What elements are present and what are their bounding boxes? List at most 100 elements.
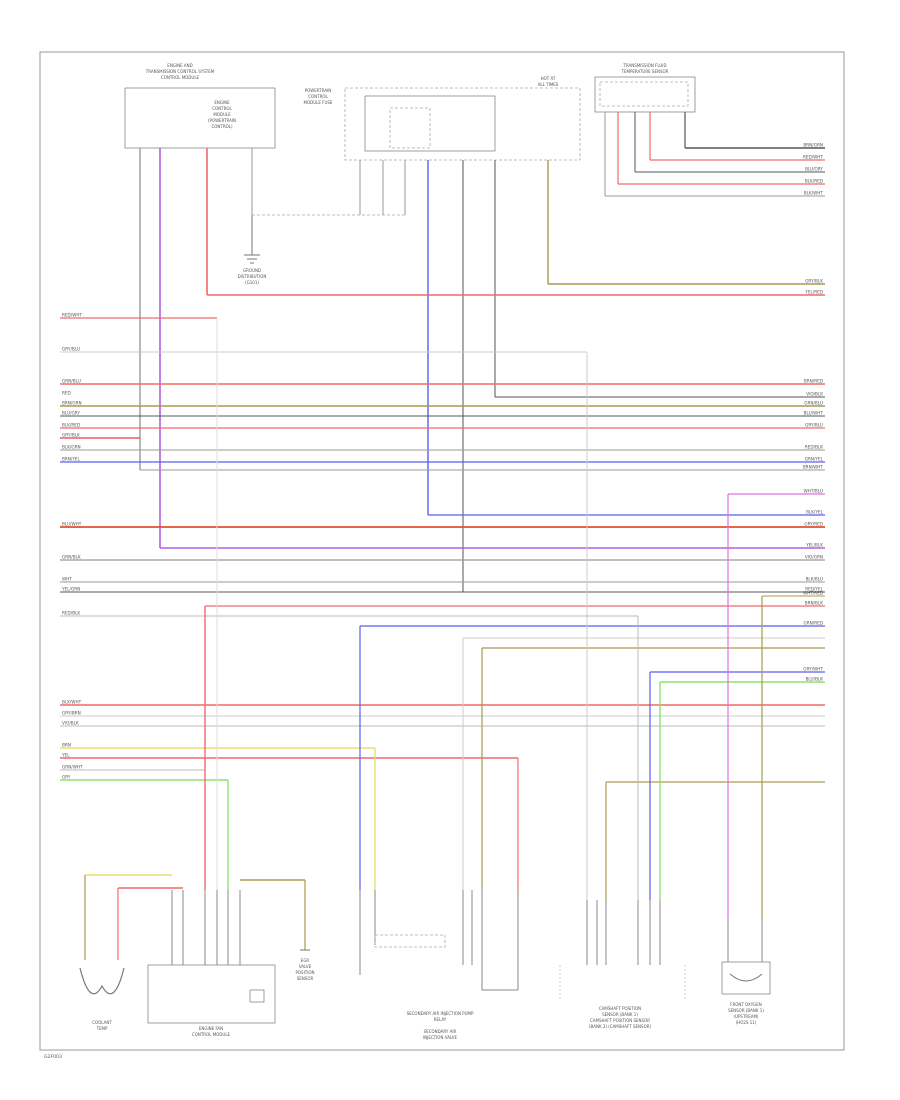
diagram-frame [39, 51, 845, 1051]
wire-label-left: BLK/WHT [62, 700, 82, 705]
sensor-pack-label-1: SECONDARY AIR INJECTION PUMP [407, 1011, 474, 1016]
fuse-box[interactable]: HOT AT ALL TIMES [344, 76, 581, 161]
right-wire-labels: BRN/GRN RED/WHT BLU/GRY BLK/RED BLK/WHT GRY/B… [803, 143, 824, 682]
wire-label-right: BLK/BLU [806, 577, 823, 582]
egr-label-4: SENSOR [297, 976, 314, 981]
wire-label-right: RED/YEL [805, 587, 823, 592]
wire-label-left: YEL/GRN [61, 587, 80, 592]
ecu-inner-1: ENGINE [214, 100, 230, 105]
top-right-wires [207, 147, 825, 296]
egr-label-2: VALVE [299, 964, 312, 969]
wire-label-left: RED [62, 391, 71, 396]
wire-label-right: GRY/WHT [803, 667, 823, 672]
top-right-sensor[interactable]: TRANSMISSION FLUID TEMPERATURE SENSOR [594, 63, 696, 113]
wire-label-left: VIO/BLK [62, 721, 79, 726]
fuse-label-3: MODULE FUSE [304, 100, 333, 105]
wire-label-left: GRY [62, 775, 71, 780]
wire-label-right: GRY/BLU [805, 423, 823, 428]
wire-label-right: WHT/BLU [804, 489, 823, 494]
egr-sensor[interactable]: EGR VALVE POSITION SENSOR [240, 879, 315, 981]
coolant-temp-sensor[interactable]: COOLANT TEMP [79, 874, 183, 1031]
multi-sensor-label-3: CAMSHAFT POSITION SENSOR [590, 1018, 650, 1023]
egr-label-3: POSITION [295, 970, 314, 975]
sensor-pack-label-2: RELAY [434, 1017, 447, 1022]
sensor-pack-label-4: INJECTION VALVE [423, 1035, 457, 1040]
ground-label-3: (G101) [245, 280, 259, 285]
fuse-box-label-2: ALL TIMES [538, 82, 559, 87]
right-sensor-label-2: SENSOR (BANK 1) [728, 1008, 764, 1013]
ecu-label-2: TRANSMISSION CONTROL SYSTEM [145, 69, 215, 74]
ecu-inner-3: MODULE [213, 112, 231, 117]
wire-label-left: GRN/BLK [62, 555, 81, 560]
wire-label-left: GRN/WHT [62, 765, 83, 770]
ground-label-1: GROUND [243, 268, 261, 273]
egr-label-1: EGR [301, 958, 310, 963]
wire-label-right: GRN/YEL [805, 457, 824, 462]
wire-label-left: BRN [62, 743, 71, 748]
top-vertical-wires [139, 112, 686, 592]
wire-label-right: BLU/BLK [806, 677, 824, 682]
multi-sensor-label-1: CAMSHAFT POSITION [599, 1006, 641, 1011]
right-sensor-label-4: (HO2S 11) [736, 1020, 757, 1025]
control-unit[interactable]: ENGINE FAN CONTROL MODULE [147, 964, 276, 1037]
wire-label-right: GRY/RED [804, 522, 823, 527]
right-sensor-label-3: (UPSTREAM) [734, 1014, 759, 1019]
wire-label-right: BLU/GRY [805, 167, 823, 172]
wire-label-right: RED/BLK [805, 445, 823, 450]
wire-label-left: BRN/GRN [62, 401, 82, 406]
fuse-box-label-1: HOT AT [541, 76, 556, 81]
wire-label-right: BLK/WHT [804, 191, 824, 196]
multi-sensor-label-4: (BANK 2) (CAMSHAFT SENSOR) [589, 1024, 652, 1029]
ecu-inner-4: (POWERTRAIN [208, 118, 236, 123]
coolant-label-2: TEMP [96, 1026, 108, 1031]
wire-label-right: WHT/RED [803, 591, 823, 596]
wire-label-right: GRN/BLU [804, 401, 823, 406]
wire-label-left: WHT [62, 577, 72, 582]
wire-label-right: VIO/GRN [805, 555, 823, 560]
left-wire-labels: RED/WHT GRY/BLU GRN/BLU BRN/GRN BLU/GRY BLK/R… [61, 313, 83, 780]
fuse-label-1: POWERTRAIN [305, 88, 332, 93]
ground-symbol: GROUND DISTRIBUTION (G101) [238, 215, 266, 285]
camshaft-sensor[interactable]: CAMSHAFT POSITION SENSOR (BANK 1) CAMSHA… [559, 965, 686, 1029]
wire-label-left: GRN/BLU [62, 379, 81, 384]
ecu-inner-5: CONTROL) [211, 124, 233, 129]
wire-label-right: BRN/WHT [803, 465, 824, 470]
fuse-label-2: CONTROL [308, 94, 328, 99]
horizontal-bus [60, 317, 825, 783]
wire-label-left: GRY/BLU [62, 347, 80, 352]
wire-label-right: BLK/YEL [806, 510, 824, 515]
ecu-label-3: CONTROL MODULE [161, 75, 200, 80]
wire-label-right: BLU/WHT [804, 411, 824, 416]
secondary-air-sensor[interactable]: SECONDARY AIR INJECTION PUMP RELAY SECON… [359, 934, 518, 1040]
wire-label-right: RED/WHT [803, 155, 823, 160]
ecu-component[interactable]: ENGINE AND TRANSMISSION CONTROL SYSTEM C… [124, 63, 276, 149]
wire-label-right: YEL/BLK [805, 543, 823, 548]
ecu-label-1: ENGINE AND [167, 63, 192, 68]
oxygen-sensor[interactable]: FRONT OXYGEN SENSOR (BANK 1) (UPSTREAM) … [721, 920, 771, 1025]
wire-label-right: BRN/RED [804, 379, 823, 384]
wire-label-left: BLU/WHT [62, 522, 82, 527]
lower-vertical-wires [204, 318, 763, 920]
sensor-pack-label-3: SECONDARY AIR [424, 1029, 457, 1034]
coolant-label-1: COOLANT [92, 1020, 112, 1025]
control-unit-label-1: ENGINE FAN [199, 1026, 223, 1031]
right-sensor-label-1: FRONT OXYGEN [730, 1002, 762, 1007]
bottom-connector-pins [171, 890, 661, 990]
wire-label-right: BLK/RED [805, 179, 823, 184]
wire-label-right: BRN/GRN [803, 143, 823, 148]
wire-label-right: GRN/RED [804, 621, 823, 626]
wire-label-left: GRY/BRN [62, 711, 81, 716]
sensor-top-label-1: TRANSMISSION FLUID [622, 63, 666, 68]
wire-label-left: GRY/BLK [62, 433, 80, 438]
wire-label-right: GRY/BLK [805, 279, 823, 284]
sensor-top-label-2: TEMPERATURE SENSOR [621, 69, 669, 74]
wire-label-right: VIO/BLK [806, 392, 823, 397]
ecu-inner-2: CONTROL [212, 106, 232, 111]
fuse-label: POWERTRAIN CONTROL MODULE FUSE [304, 88, 333, 105]
wire-label-right: BRN/BLK [805, 601, 824, 606]
page-code: G2F003 [44, 1054, 62, 1060]
wire-label-left: BLU/GRY [62, 411, 80, 416]
wire-label-left: BLK/RED [62, 423, 80, 428]
wire-label-left: RED/WHT [62, 313, 82, 318]
